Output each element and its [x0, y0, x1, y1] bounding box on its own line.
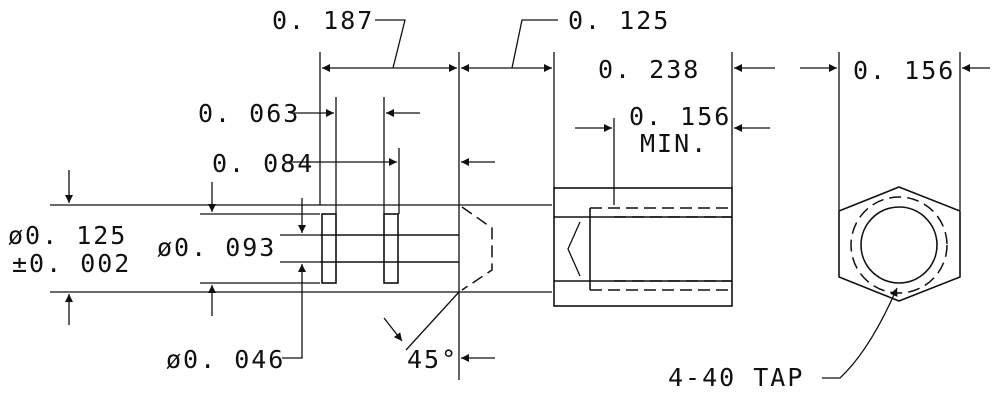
label-dia-0-093: ø0. 093 [157, 233, 276, 262]
chamfer-detail [461, 206, 493, 291]
label-0-084: 0. 084 [212, 149, 314, 178]
dimension-0-084: 0. 084 [212, 148, 495, 214]
hex-end-view [838, 186, 961, 302]
dimension-0-187: 0. 187 [272, 6, 460, 380]
dimension-dia-0-046: ø0. 046 [166, 198, 320, 374]
dimension-0-156-min: 0. 156 MIN. [575, 102, 770, 205]
dimension-dia-0-093: ø0. 093 [157, 182, 320, 316]
pin-part [320, 213, 459, 284]
label-dia-0-046: ø0. 046 [166, 345, 285, 374]
label-tol-0-002: ±0. 002 [12, 249, 131, 278]
label-angle-45: 45° [407, 345, 458, 374]
hex-body-side-view [553, 187, 733, 307]
dimension-0-156-hex: 0. 156 [800, 52, 990, 210]
label-0-125: 0. 125 [568, 6, 670, 35]
callout-4-40-tap: 4-40 TAP [668, 287, 898, 392]
label-0-156-min-note: MIN. [640, 129, 708, 158]
dimension-0-125: 0. 125 [461, 6, 670, 188]
label-dia-0-125: ø0. 125 [8, 221, 127, 250]
label-0-156-hex: 0. 156 [853, 56, 955, 85]
dimension-angle-45: 45° [383, 291, 495, 374]
pin-collar-2 [383, 213, 399, 284]
pin-collar-1 [321, 213, 337, 284]
dimension-dia-0-125: ø0. 125 ±0. 002 [8, 170, 552, 325]
label-4-40-tap: 4-40 TAP [668, 363, 804, 392]
label-0-063: 0. 063 [198, 99, 300, 128]
dimension-0-063: 0. 063 [198, 97, 420, 214]
dimension-0-238: 0. 238 [598, 52, 775, 188]
label-0-156-min-value: 0. 156 [629, 102, 731, 131]
label-0-187: 0. 187 [272, 6, 374, 35]
label-0-238: 0. 238 [598, 55, 700, 84]
